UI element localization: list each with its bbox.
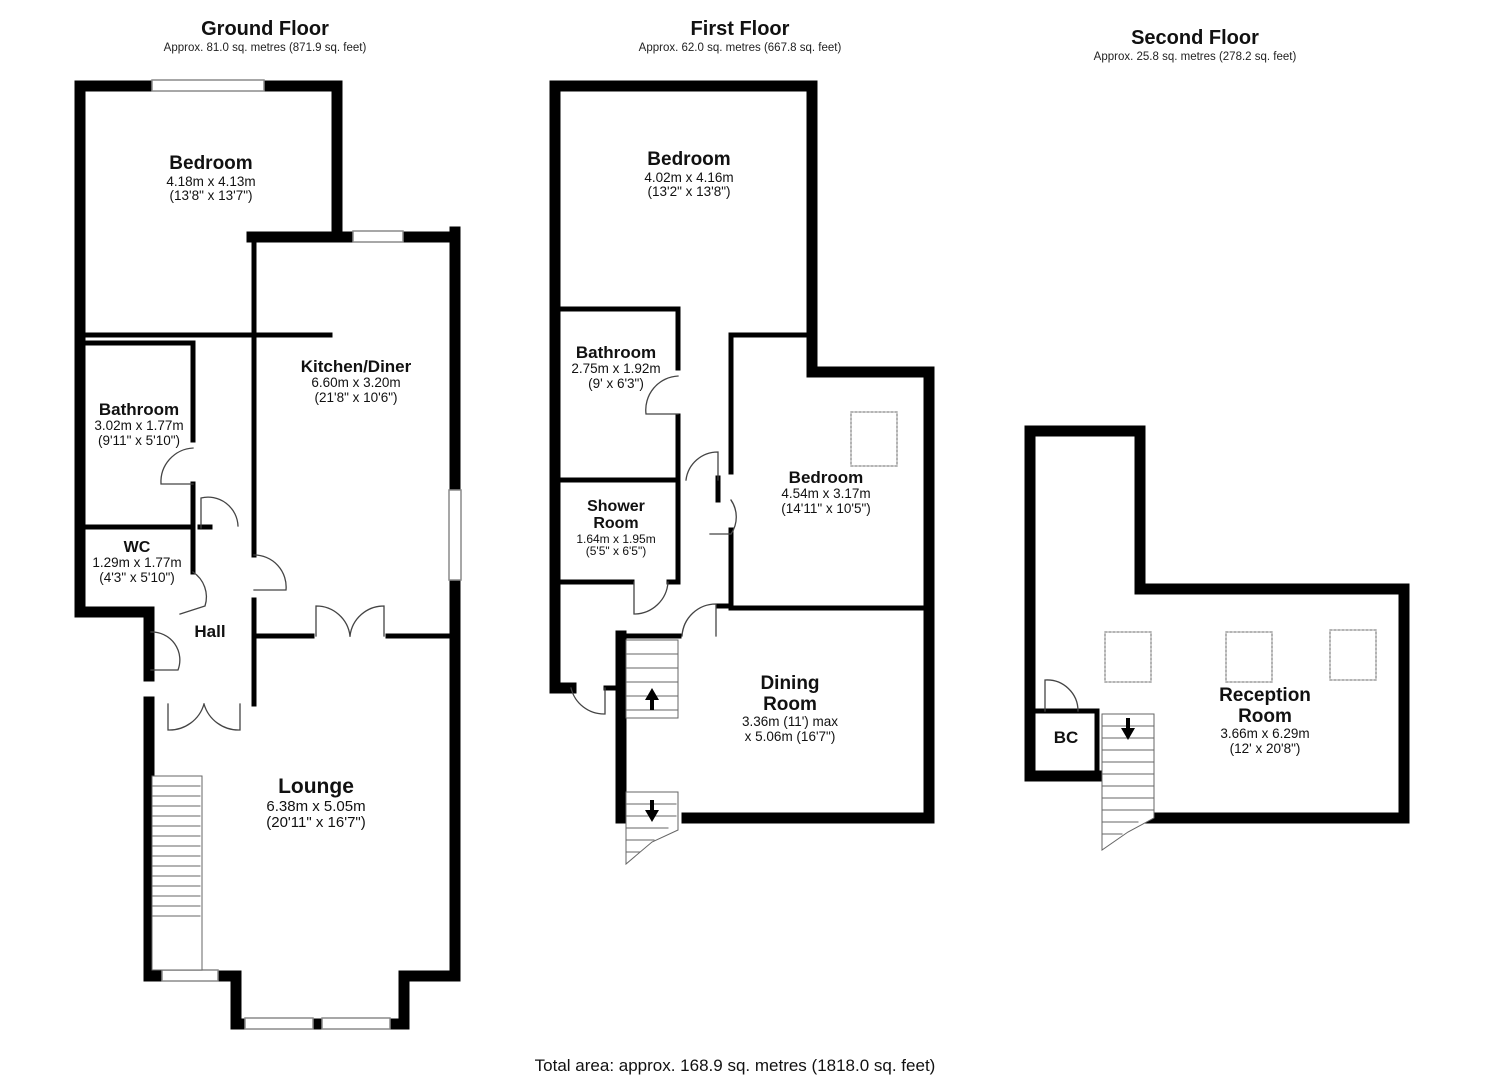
room-ground-bedroom: Bedroom 4.18m x 4.13m (13'8" x 13'7") <box>166 153 256 204</box>
room-hall: Hall <box>194 622 226 641</box>
arrow-down-icon <box>645 800 659 822</box>
first-floor-walls <box>549 80 935 824</box>
ground-floor-internal-walls <box>77 237 455 707</box>
ground-floor-area: Approx. 81.0 sq. metres (871.9 sq. feet) <box>163 42 367 54</box>
room-ground-bathroom: Bathroom 3.02m x 1.77m (9'11" x 5'10") <box>94 400 184 448</box>
ground-stairs <box>151 775 203 971</box>
room-wc: WC 1.29m x 1.77m (4'3" x 5'10") <box>92 539 182 585</box>
room-dining-room: Dining Room 3.36m (11') max x 5.06m (16'… <box>741 673 839 744</box>
first-floor-internal-walls <box>555 306 929 691</box>
room-kitchen-diner: Kitchen/Diner 6.60m x 3.20m (21'8" x 10'… <box>300 357 412 405</box>
room-first-bathroom: Bathroom 2.75m x 1.92m (9' x 6'3") <box>571 343 661 391</box>
second-floor-area: Approx. 25.8 sq. metres (278.2 sq. feet) <box>1093 51 1297 63</box>
room-bc: BC <box>1053 728 1079 747</box>
room-first-bedroom-2: Bedroom 4.54m x 3.17m (14'11" x 10'5") <box>781 468 871 516</box>
second-doors <box>1044 629 1377 712</box>
room-lounge: Lounge 6.38m x 5.05m (20'11" x 16'7") <box>266 775 366 831</box>
arrow-down-icon <box>1121 718 1135 740</box>
first-floor-title: First Floor <box>690 18 790 40</box>
ground-floor-title: Ground Floor <box>201 18 329 40</box>
arrow-up-icon <box>645 688 659 710</box>
second-floor-title: Second Floor <box>1131 27 1259 49</box>
first-stairs <box>625 639 679 866</box>
ground-windows <box>151 79 462 1030</box>
second-floor-internal-walls <box>1031 708 1100 775</box>
total-area: Total area: approx. 168.9 sq. metres (18… <box>534 1056 936 1075</box>
room-first-bedroom-1: Bedroom 4.02m x 4.16m (13'2" x 13'8") <box>644 149 734 200</box>
first-floor-area: Approx. 62.0 sq. metres (667.8 sq. feet) <box>638 42 842 54</box>
room-reception-room: Reception Room 3.66m x 6.29m (12' x 20'8… <box>1219 685 1311 756</box>
second-stairs <box>1101 713 1155 851</box>
ground-doors <box>150 447 385 731</box>
stair-arrows <box>645 688 1135 822</box>
room-shower-room: Shower Room 1.64m x 1.95m (5'5" x 6'5") <box>576 498 656 559</box>
first-doors <box>570 375 898 715</box>
second-floor-walls <box>1024 425 1410 824</box>
